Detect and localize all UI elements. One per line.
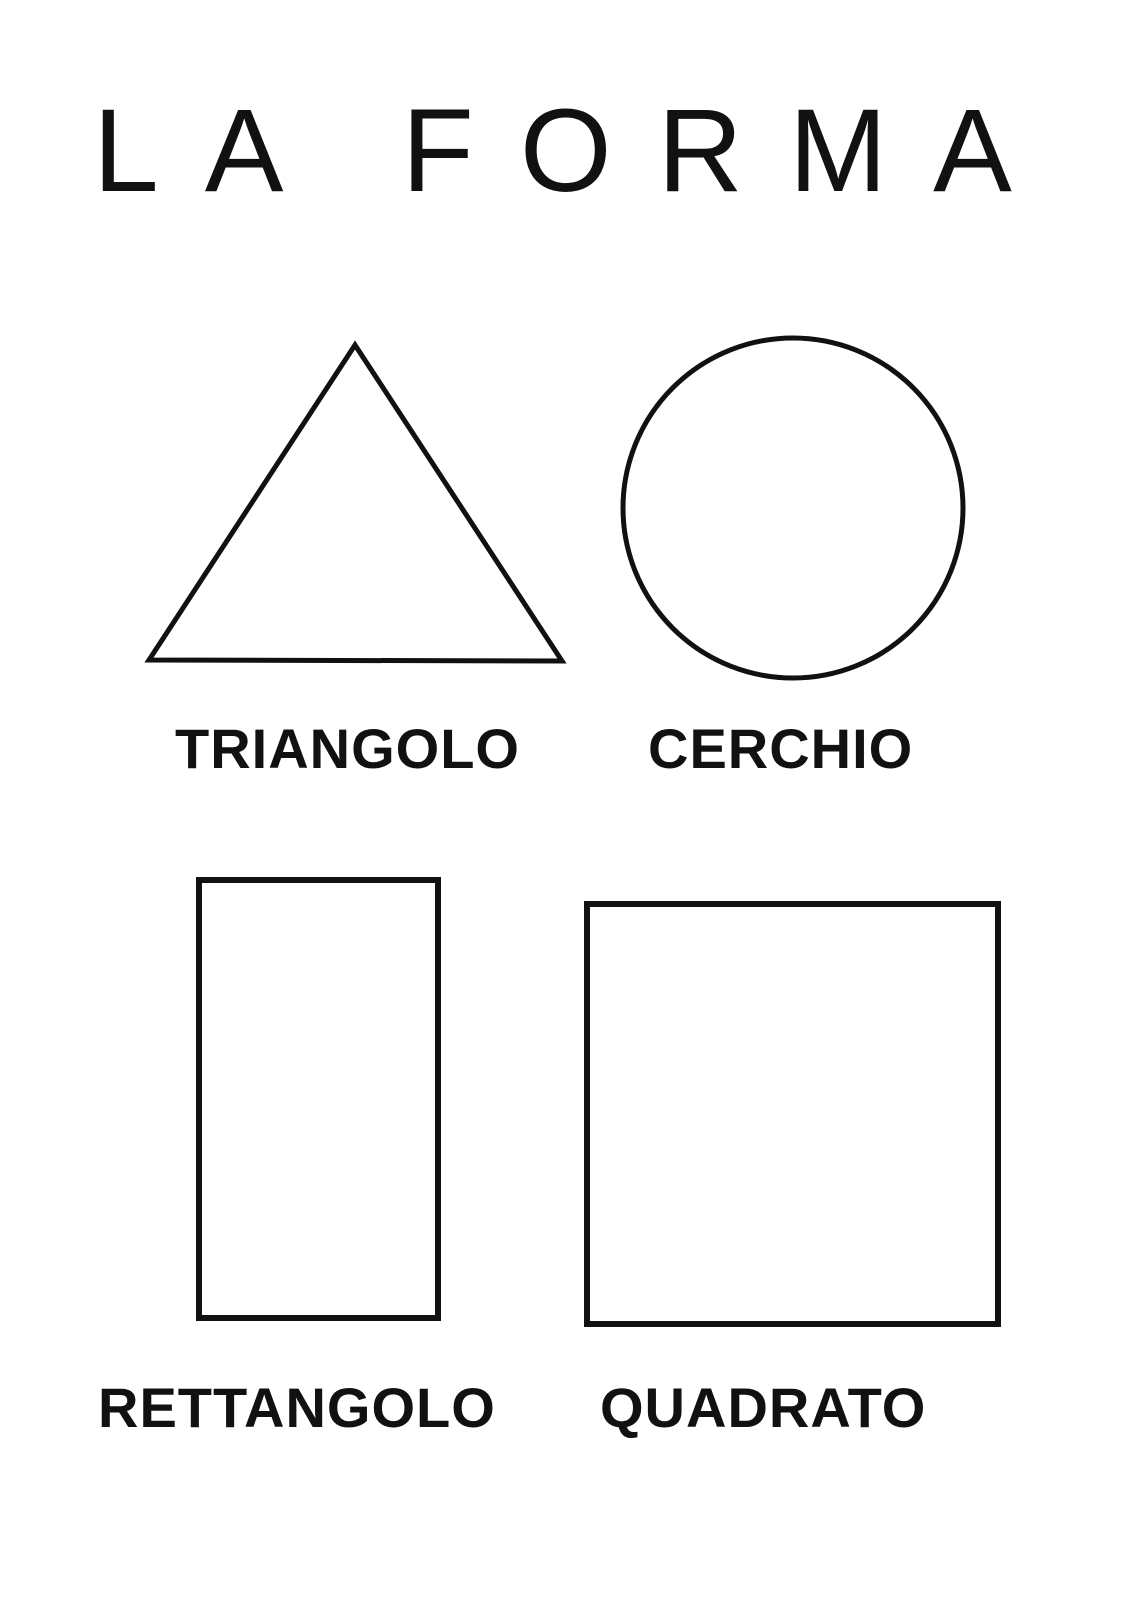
page-title: LA FORMA [93, 85, 1058, 217]
square-label: QUADRATO [600, 1376, 927, 1439]
circle-shape [620, 335, 966, 681]
square-shape [584, 901, 1001, 1327]
triangle-label: TRIANGOLO [175, 717, 520, 780]
rectangle-label: RETTANGOLO [98, 1376, 496, 1439]
rectangle-shape [196, 877, 441, 1321]
circle-label: CERCHIO [648, 717, 914, 780]
triangle-shape [144, 340, 567, 664]
